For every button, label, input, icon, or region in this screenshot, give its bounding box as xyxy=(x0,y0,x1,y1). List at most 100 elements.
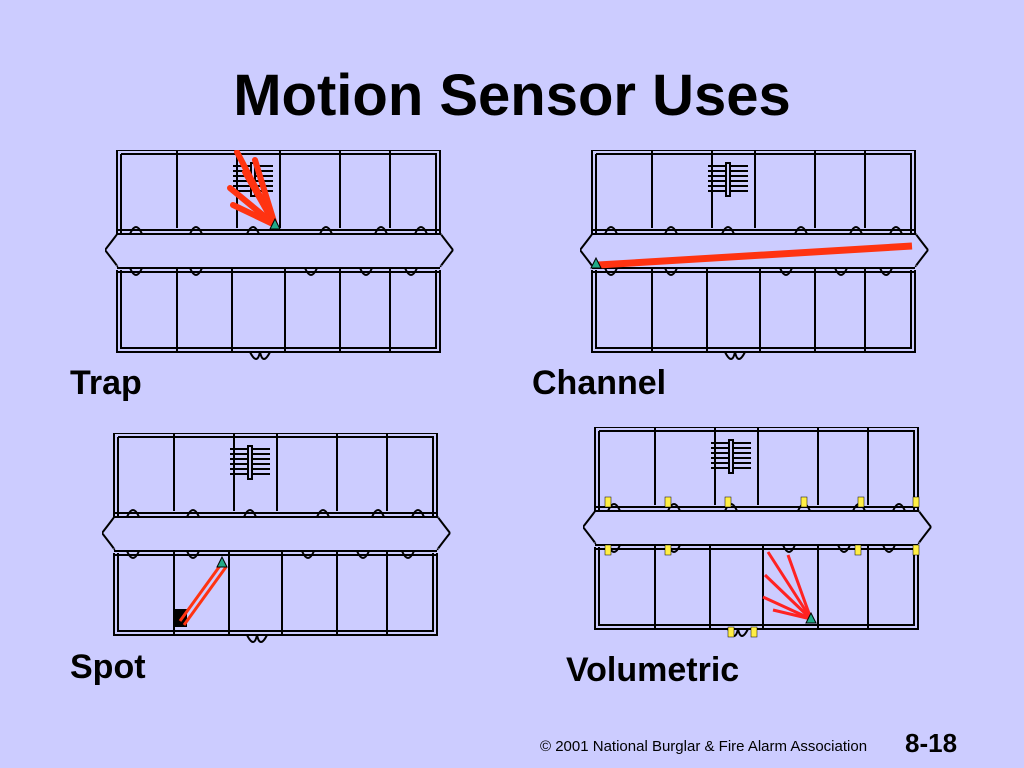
end-door-left xyxy=(583,509,597,545)
door-swing xyxy=(404,267,418,276)
door-swing xyxy=(837,544,851,553)
door-swing xyxy=(126,509,140,518)
door-swing xyxy=(186,550,200,559)
door-contact xyxy=(800,496,808,508)
motion-sensor-icon xyxy=(805,611,817,624)
end-door-right xyxy=(917,509,932,545)
outer-wall-top xyxy=(591,150,916,235)
door-swing xyxy=(189,267,203,276)
door-contact xyxy=(727,626,735,638)
main-entrance-door xyxy=(246,634,268,643)
door-swing xyxy=(243,509,257,518)
detection-beam xyxy=(763,573,813,621)
door-swing xyxy=(371,509,385,518)
stairwell xyxy=(711,439,751,474)
outer-wall-top xyxy=(113,433,438,518)
end-door-left xyxy=(102,515,116,551)
detection-beam xyxy=(230,202,278,228)
stairwell xyxy=(230,445,270,480)
door-swing xyxy=(667,503,681,512)
door-swing xyxy=(316,509,330,518)
stair-rail xyxy=(725,162,731,197)
outer-wall-bottom xyxy=(591,270,916,353)
door-contact xyxy=(604,544,612,556)
door-contact xyxy=(750,626,758,638)
main-entrance-door xyxy=(724,351,746,360)
door-swing xyxy=(607,503,621,512)
building-outline xyxy=(583,427,932,637)
slide-number: 8-18 xyxy=(905,728,958,758)
detection-beam xyxy=(178,562,224,622)
motion-sensor-icon xyxy=(216,555,228,568)
outer-wall-bottom xyxy=(116,270,441,353)
floor-plan-trap xyxy=(105,150,454,360)
door-swing xyxy=(779,267,793,276)
door-swing xyxy=(604,226,618,235)
door-swing xyxy=(892,503,906,512)
panel-label-channel: Channel xyxy=(532,364,667,402)
door-swing xyxy=(301,550,315,559)
building-outline xyxy=(580,150,929,360)
door-swing xyxy=(604,267,618,276)
door-swing xyxy=(186,509,200,518)
detection-beam xyxy=(786,554,813,620)
door-swing xyxy=(359,267,373,276)
door-swing xyxy=(834,267,848,276)
door-swing xyxy=(401,550,415,559)
building-outline xyxy=(105,150,454,360)
door-contact xyxy=(854,544,862,556)
floor-plan-channel xyxy=(580,150,929,360)
outer-wall-top xyxy=(116,150,441,235)
door-swing xyxy=(849,226,863,235)
floor-plan-volumetric xyxy=(583,427,932,638)
door-swing xyxy=(782,544,796,553)
door-swing xyxy=(304,267,318,276)
door-contact xyxy=(857,496,865,508)
door-swing xyxy=(879,267,893,276)
end-door-right xyxy=(436,515,451,551)
door-swing xyxy=(721,226,735,235)
door-swing xyxy=(794,226,808,235)
door-swing xyxy=(356,550,370,559)
door-swing xyxy=(126,550,140,559)
door-swing xyxy=(129,226,143,235)
door-contact xyxy=(912,496,920,508)
door-contact xyxy=(604,496,612,508)
detection-beam xyxy=(252,157,278,228)
door-contact xyxy=(664,544,672,556)
stair-rail xyxy=(247,445,253,480)
door-contact xyxy=(912,544,920,556)
panel-label-volumetric: Volumetric xyxy=(566,651,740,689)
door-swing xyxy=(319,226,333,235)
door-swing xyxy=(882,544,896,553)
detection-beam xyxy=(597,242,913,269)
stairwell xyxy=(708,162,748,197)
stair-rail xyxy=(728,439,734,474)
detection-beam xyxy=(762,595,812,621)
outer-wall-bottom xyxy=(594,547,919,630)
motion-sensor-icon xyxy=(590,256,602,269)
panel-label-trap: Trap xyxy=(70,364,142,402)
door-swing xyxy=(189,226,203,235)
detection-beam xyxy=(772,608,812,621)
door-contact xyxy=(724,496,732,508)
motion-sensor-icon xyxy=(269,217,281,230)
floor-plan-spot xyxy=(102,433,451,643)
door-swing xyxy=(246,226,260,235)
door-swing xyxy=(664,226,678,235)
door-swing xyxy=(664,267,678,276)
end-door-right xyxy=(439,232,454,268)
panel-label-spot: Spot xyxy=(70,648,146,686)
outer-wall-bottom xyxy=(113,553,438,636)
outer-wall-top xyxy=(594,427,919,512)
end-door-left xyxy=(105,232,119,268)
building-outline xyxy=(102,433,451,643)
slide-title: Motion Sensor Uses xyxy=(233,63,791,128)
detection-beam xyxy=(182,566,228,626)
door-contact xyxy=(664,496,672,508)
door-swing xyxy=(411,509,425,518)
door-swing xyxy=(129,267,143,276)
door-swing xyxy=(889,226,903,235)
copyright-footer: © 2001 National Burglar & Fire Alarm Ass… xyxy=(540,738,868,755)
main-entrance-door xyxy=(249,351,271,360)
